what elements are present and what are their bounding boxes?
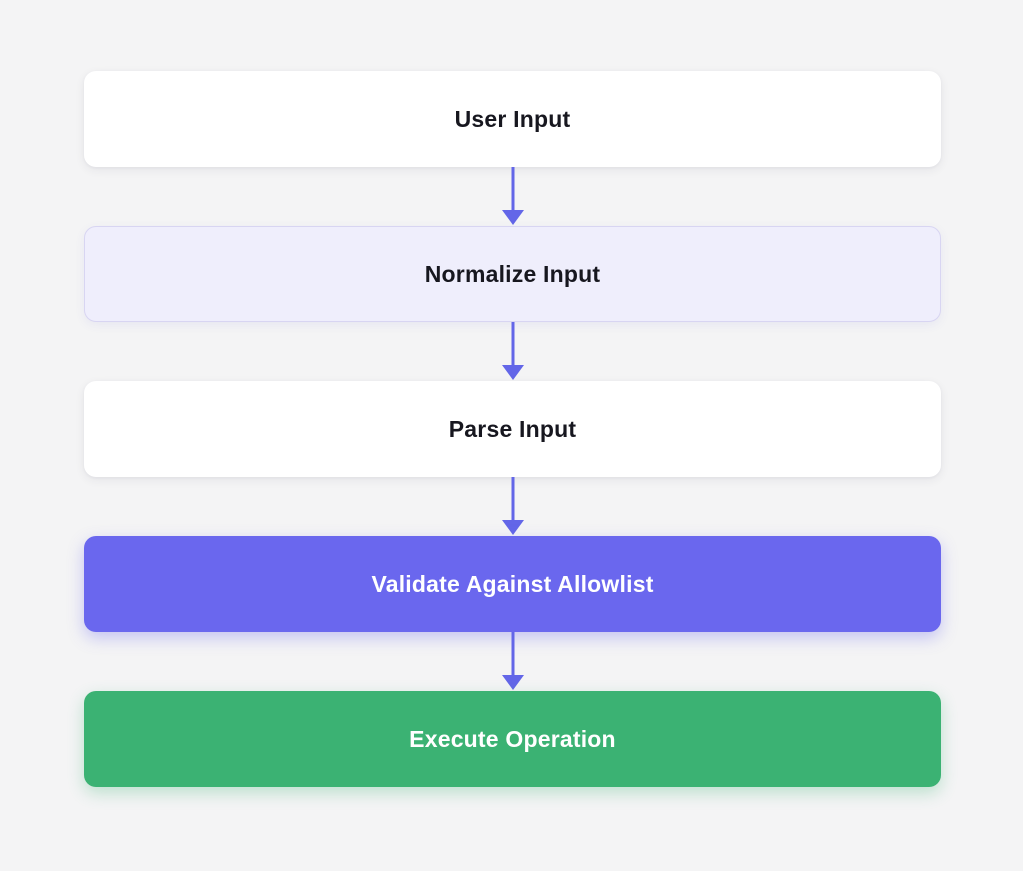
node-user-input: User Input	[84, 71, 941, 167]
flow-edge-4	[84, 632, 941, 691]
node-validate-against-allowlist: Validate Against Allowlist	[84, 536, 941, 632]
arrow-down-icon	[501, 322, 524, 380]
node-normalize-input: Normalize Input	[84, 226, 941, 322]
node-label: User Input	[454, 105, 571, 132]
flow-edge-1	[84, 167, 941, 226]
flow-edge-3	[84, 477, 941, 536]
arrow-down-icon	[501, 167, 524, 225]
node-label: Validate Against Allowlist	[371, 570, 654, 597]
node-parse-input: Parse Input	[84, 381, 941, 477]
node-label: Normalize Input	[424, 260, 601, 287]
flowchart: User Input Normalize Input Parse Input V…	[84, 71, 941, 787]
node-execute-operation: Execute Operation	[84, 691, 941, 787]
node-label: Execute Operation	[409, 725, 616, 752]
node-label: Parse Input	[448, 415, 577, 442]
arrow-down-icon	[501, 632, 524, 690]
flow-edge-2	[84, 322, 941, 381]
arrow-down-icon	[501, 477, 524, 535]
